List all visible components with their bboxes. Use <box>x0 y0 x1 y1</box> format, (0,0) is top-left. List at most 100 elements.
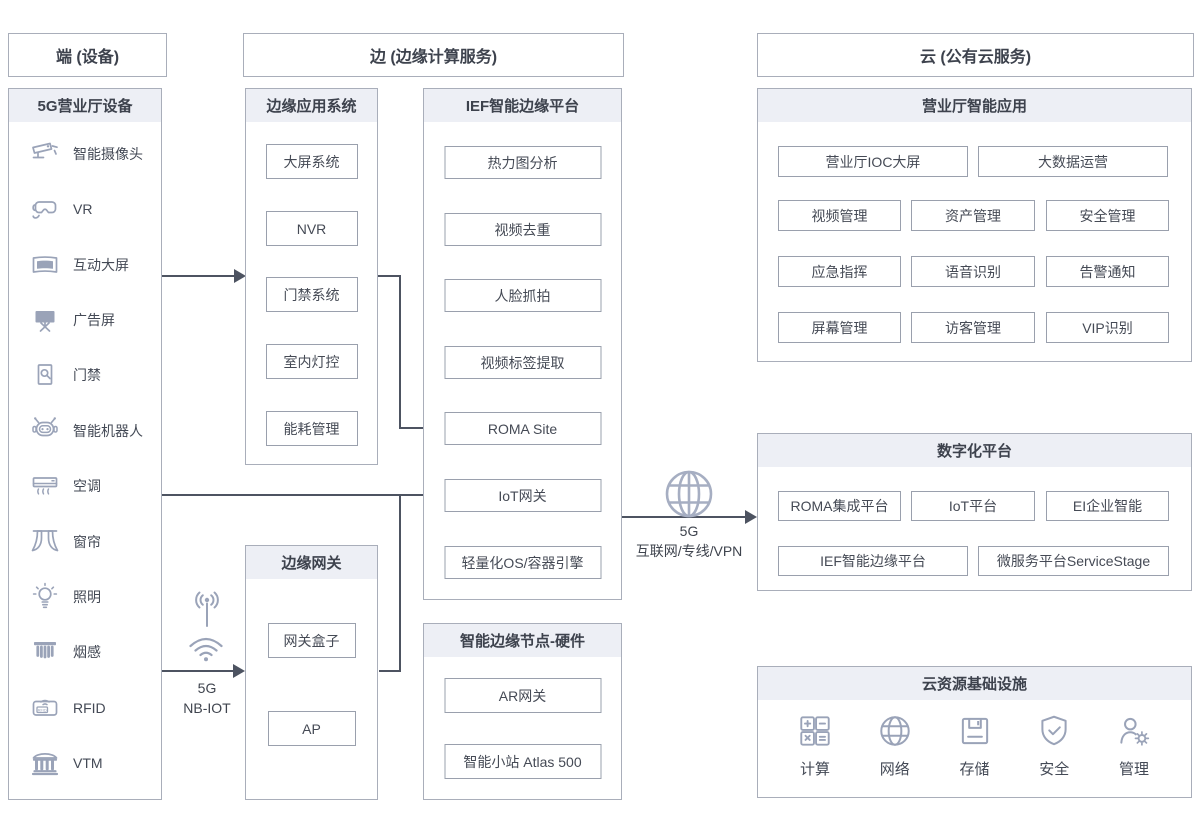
apps-box: 营业厅IOC大屏 <box>778 146 968 177</box>
ief-box: IoT网关 <box>444 479 601 512</box>
digital-box: IoT平台 <box>911 491 1035 521</box>
hardware-panel-title: 智能边缘节点-硬件 <box>424 624 621 657</box>
compute-icon <box>796 712 834 750</box>
security-shield-icon <box>1035 712 1073 750</box>
nb-iot-label-line2: NB-IOT <box>183 700 231 716</box>
rfid-icon <box>29 692 61 724</box>
ief-box: 热力图分析 <box>444 146 601 179</box>
digital-box: ROMA集成平台 <box>778 491 901 521</box>
ief-box: ROMA Site <box>444 412 601 445</box>
device-label: 广告屏 <box>73 311 115 328</box>
device-label: 门禁 <box>73 367 101 384</box>
network-globe-icon <box>876 712 914 750</box>
management-icon <box>1115 712 1153 750</box>
column-header-edge-label: 边 (边缘计算服务) <box>369 49 498 66</box>
infra-label: 存储 <box>959 761 990 778</box>
air-conditioner-icon <box>29 470 61 502</box>
infra-label: 计算 <box>799 761 830 778</box>
apps-box: 视频管理 <box>778 200 901 231</box>
device-label: 智能摄像头 <box>73 145 143 162</box>
column-header-cloud-label: 云 (公有云服务) <box>919 49 1032 66</box>
digital-box: IEF智能边缘平台 <box>778 546 968 576</box>
apps-box: 语音识别 <box>911 256 1035 287</box>
device-panel: 5G营业厅设备 智能摄像头 VR 互动大屏 广告屏 门禁 智能机器人 空调 窗帘… <box>8 88 162 800</box>
device-item: 照明 <box>29 581 157 613</box>
device-label: 烟感 <box>73 644 101 661</box>
ief-box: 视频标签提取 <box>444 346 601 379</box>
device-panel-title: 5G营业厅设备 <box>9 89 161 122</box>
nb-iot-link-label: 5G NB-IOT <box>170 678 244 718</box>
device-item: 互动大屏 <box>29 249 157 281</box>
device-item: 空调 <box>29 470 157 502</box>
device-label: VTM <box>73 755 103 772</box>
apps-box: 安全管理 <box>1046 200 1169 231</box>
hardware-panel: 智能边缘节点-硬件 AR网关 智能小站 Atlas 500 <box>423 623 622 800</box>
infra-item: 网络 <box>860 712 930 779</box>
apps-box: 告警通知 <box>1046 256 1169 287</box>
ad-screen-icon <box>29 304 61 336</box>
smoke-sensor-icon <box>29 636 61 668</box>
ief-panel-title: IEF智能边缘平台 <box>424 89 621 122</box>
device-item: 门禁 <box>29 359 157 391</box>
access-control-icon <box>29 359 61 391</box>
curtain-icon <box>29 526 61 558</box>
ief-panel: IEF智能边缘平台 热力图分析 视频去重 人脸抓拍 视频标签提取 ROMA Si… <box>423 88 622 600</box>
infra-item: 计算 <box>780 712 850 779</box>
antenna-icon <box>185 590 229 634</box>
nb-iot-label-line1: 5G <box>197 680 217 696</box>
gateway-panel: 边缘网关 网关盒子 AP <box>245 545 378 800</box>
internet-globe-icon <box>663 468 715 520</box>
infra-item: 管理 <box>1099 712 1169 779</box>
column-header-device: 端 (设备) <box>8 33 167 77</box>
device-item: 广告屏 <box>29 304 157 336</box>
interactive-screen-icon <box>29 249 61 281</box>
column-header-edge: 边 (边缘计算服务) <box>243 33 624 77</box>
digital-panel: 数字化平台 ROMA集成平台 IoT平台 EI企业智能 IEF智能边缘平台 微服… <box>757 433 1192 591</box>
edge-app-box: 大屏系统 <box>265 144 358 179</box>
infra-panel-title: 云资源基础设施 <box>758 667 1191 700</box>
digital-panel-title: 数字化平台 <box>758 434 1191 467</box>
infra-label: 网络 <box>879 761 910 778</box>
apps-box: 访客管理 <box>911 312 1035 343</box>
ief-box: 视频去重 <box>444 213 601 246</box>
edge-app-box: 能耗管理 <box>265 411 358 446</box>
wan-label-line1: 5G <box>679 523 699 539</box>
gateway-panel-title: 边缘网关 <box>246 546 377 579</box>
device-label: VR <box>73 201 93 218</box>
arrowhead <box>233 664 245 678</box>
connector-iot-to-gateway <box>379 495 401 672</box>
wan-link-label: 5G 互联网/专线/VPN <box>608 521 770 561</box>
device-list: 智能摄像头 VR 互动大屏 广告屏 门禁 智能机器人 空调 窗帘 照明 烟感 R… <box>9 122 161 799</box>
device-item: 智能摄像头 <box>29 138 157 170</box>
apps-box: 资产管理 <box>911 200 1035 231</box>
device-item: RFID <box>29 692 157 724</box>
column-header-device-label: 端 (设备) <box>55 49 120 66</box>
device-item: 窗帘 <box>29 526 157 558</box>
ief-box: 人脸抓拍 <box>444 279 601 312</box>
device-label: 空调 <box>73 478 101 495</box>
infra-panel: 云资源基础设施 计算 网络 存储 安全 管理 <box>757 666 1192 798</box>
wan-label-line2: 互联网/专线/VPN <box>635 543 743 559</box>
apps-box: 屏幕管理 <box>778 312 901 343</box>
light-bulb-icon <box>29 581 61 613</box>
device-item: VTM <box>29 747 157 779</box>
hardware-box: AR网关 <box>444 678 601 713</box>
device-label: 窗帘 <box>73 533 101 550</box>
edge-app-box: 门禁系统 <box>265 277 358 312</box>
device-item: 智能机器人 <box>29 415 157 447</box>
digital-box: EI企业智能 <box>1046 491 1169 521</box>
edge-app-panel-title: 边缘应用系统 <box>246 89 377 122</box>
apps-box: VIP识别 <box>1046 312 1169 343</box>
infra-item: 安全 <box>1019 712 1089 779</box>
gateway-box: AP <box>267 711 356 746</box>
infra-label: 安全 <box>1039 761 1070 778</box>
digital-box: 微服务平台ServiceStage <box>978 546 1169 576</box>
cctv-camera-icon <box>29 138 61 170</box>
device-label: RFID <box>73 699 106 716</box>
robot-icon <box>29 415 61 447</box>
apps-panel: 营业厅智能应用 营业厅IOC大屏 大数据运营 视频管理 资产管理 安全管理 应急… <box>757 88 1192 362</box>
gateway-box: 网关盒子 <box>267 623 356 658</box>
device-label: 互动大屏 <box>73 256 129 273</box>
device-label: 智能机器人 <box>73 422 143 439</box>
